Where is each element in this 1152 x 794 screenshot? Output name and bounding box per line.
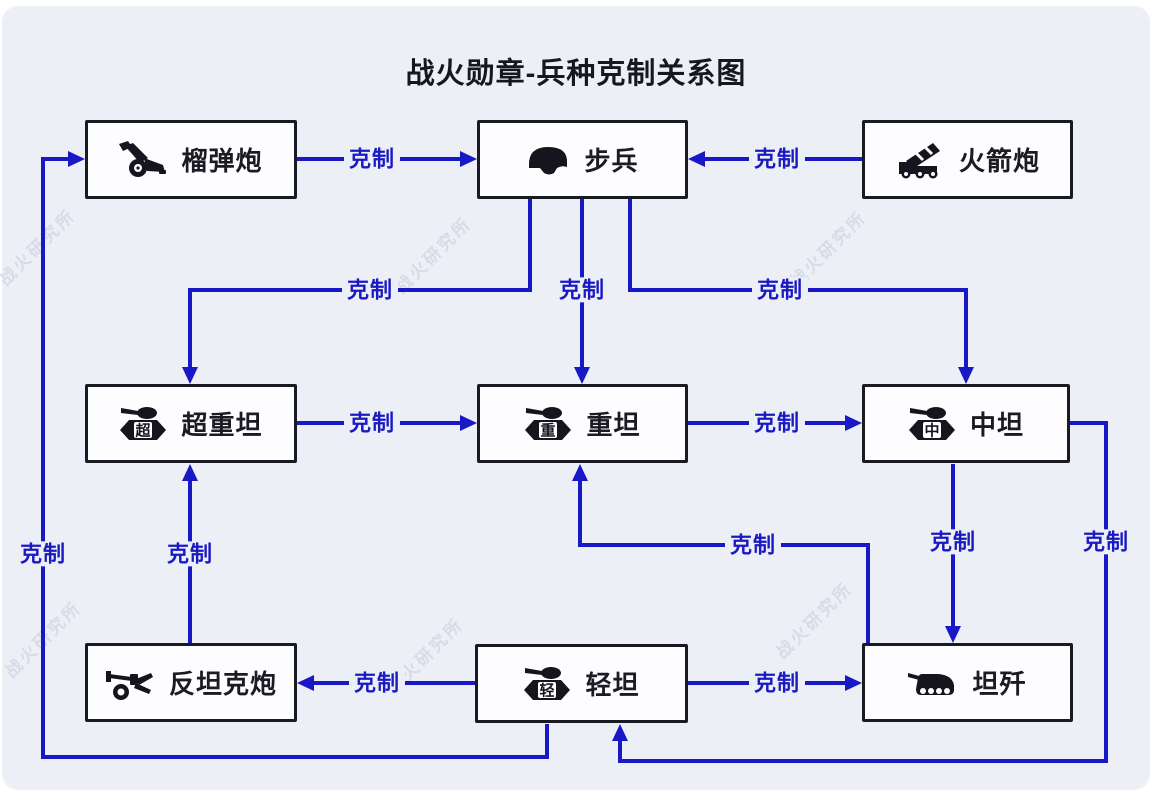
edge1-label: 克制 — [343, 146, 401, 172]
edge12-label: 克制 — [748, 670, 806, 696]
edge5-line — [628, 199, 632, 290]
edge3-line — [528, 199, 532, 290]
arrowhead — [68, 151, 85, 167]
tank-destroyer-icon — [908, 672, 955, 695]
helmet-icon — [529, 146, 568, 174]
edge14-line — [545, 724, 549, 759]
edge4-label: 克制 — [553, 277, 611, 303]
edge8-line — [578, 543, 870, 547]
arrowhead — [574, 367, 590, 384]
node-label: 坦歼 — [972, 669, 1027, 699]
edge10-line — [618, 740, 622, 761]
node-label: 榴弹炮 — [181, 146, 263, 176]
node-medium-tank: 中 中坦 — [862, 384, 1070, 463]
tank-glyph: 中 — [924, 421, 939, 439]
node-infantry: 步兵 — [477, 120, 688, 199]
edge3-line — [188, 290, 192, 369]
edge6-label: 克制 — [343, 410, 401, 436]
node-label: 反坦克炮 — [168, 669, 277, 699]
tank-glyph: 轻 — [540, 681, 555, 699]
edge14-line — [41, 755, 549, 759]
node-rocket-artillery: 火箭炮 — [862, 120, 1073, 199]
edge8-line — [866, 545, 870, 643]
page-title: 战火勋章-兵种克制关系图 — [405, 58, 747, 90]
edge13-label: 克制 — [161, 541, 219, 567]
node-label: 中坦 — [969, 410, 1024, 440]
node-label: 轻坦 — [585, 670, 640, 700]
edge10-label: 克制 — [1077, 529, 1135, 555]
edge11-label: 克制 — [348, 670, 406, 696]
arrowhead — [182, 367, 198, 384]
node-anti-tank-gun: 反坦克炮 — [85, 643, 297, 722]
node-label: 超重坦 — [181, 410, 263, 440]
arrowhead — [945, 626, 961, 643]
node-super-heavy-tank: 超 超重坦 — [85, 384, 297, 463]
tank-glyph: 重 — [541, 421, 556, 439]
edge3-label: 克制 — [341, 277, 399, 303]
arrowhead — [460, 415, 477, 431]
arrowhead — [297, 675, 314, 691]
edge14-line — [45, 157, 68, 161]
tank-glyph: 超 — [135, 421, 152, 439]
tank-icon: 重 — [525, 406, 572, 440]
arrowhead — [845, 415, 862, 431]
arrowhead — [572, 464, 588, 481]
edge7-label: 克制 — [748, 410, 806, 436]
node-label: 重坦 — [586, 410, 641, 440]
edge5-label: 克制 — [751, 277, 809, 303]
node-label: 步兵 — [584, 146, 639, 176]
node-light-tank: 轻 轻坦 — [475, 644, 688, 723]
edge8-line — [578, 480, 582, 545]
node-tank-destroyer: 坦歼 — [862, 643, 1073, 722]
edge10-line — [618, 759, 1108, 763]
edge9-label: 克制 — [924, 529, 982, 555]
arrowhead — [958, 367, 974, 384]
tank-icon: 超 — [120, 406, 167, 440]
edge14-line — [41, 157, 45, 759]
node-label: 火箭炮 — [958, 146, 1040, 176]
edge5-line — [964, 290, 968, 369]
tank-icon: 轻 — [524, 666, 571, 700]
arrowhead — [845, 675, 862, 691]
edge8-label: 克制 — [724, 532, 782, 558]
edge10-line — [1070, 421, 1108, 425]
edge2-label: 克制 — [748, 146, 806, 172]
tank-icon: 中 — [908, 406, 955, 440]
edge10-line — [1104, 421, 1108, 763]
arrowhead — [182, 464, 198, 481]
anti-tank-gun-icon — [105, 670, 153, 700]
node-howitzer: 榴弹炮 — [85, 120, 297, 199]
arrowhead — [688, 151, 705, 167]
arrowhead — [460, 151, 477, 167]
arrowhead — [612, 724, 628, 741]
node-heavy-tank: 重 重坦 — [477, 384, 688, 463]
howitzer-icon — [119, 140, 167, 177]
rocket-launcher-icon — [898, 142, 940, 178]
edge14-label: 克制 — [14, 541, 72, 567]
